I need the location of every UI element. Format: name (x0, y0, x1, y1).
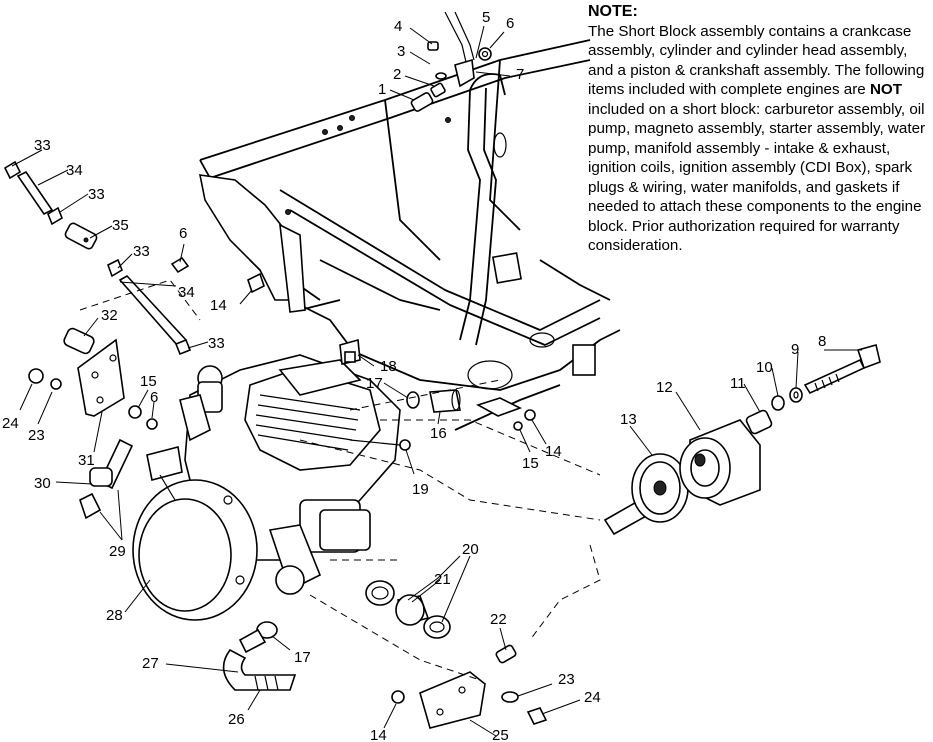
callout-24: 24 (584, 689, 601, 706)
callout-6: 6 (506, 15, 514, 32)
callout-14: 14 (370, 727, 387, 742)
callout-17: 17 (366, 375, 383, 392)
callout-10: 10 (756, 359, 773, 376)
note-body-text-2: included on a short block: carburetor as… (588, 100, 926, 255)
recoil-starter-cover (132, 446, 258, 621)
callout-15: 15 (140, 373, 157, 390)
callout-22: 22 (490, 611, 507, 628)
coolant-hose-parts (222, 621, 297, 691)
callout-31: 31 (78, 452, 95, 469)
callout-27: 27 (142, 655, 159, 672)
callout-6: 6 (179, 225, 187, 242)
callout-14: 14 (545, 443, 562, 460)
lower-mount-bracket (391, 644, 548, 729)
callout-35: 35 (112, 217, 129, 234)
callout-23: 23 (28, 427, 45, 444)
callout-23: 23 (558, 671, 575, 688)
callout-29: 29 (109, 543, 126, 560)
callout-19: 19 (412, 481, 429, 498)
note-body-emphasis: NOT (869, 81, 903, 98)
callout-34: 34 (178, 284, 195, 301)
callout-2: 2 (393, 66, 401, 83)
note-body-text-1: The Short Block assembly contains a cran… (588, 22, 925, 99)
callout-6: 6 (150, 389, 158, 406)
callout-17: 17 (294, 649, 311, 666)
callout-26: 26 (228, 711, 245, 728)
callout-34: 34 (66, 162, 83, 179)
callout-9: 9 (791, 341, 799, 358)
intake-boot-parts (365, 580, 451, 639)
callout-15: 15 (522, 455, 539, 472)
callout-20: 20 (462, 541, 479, 558)
callout-32: 32 (101, 307, 118, 324)
callout-1: 1 (378, 81, 386, 98)
callout-24: 24 (2, 415, 19, 432)
leader-lines (11, 25, 862, 737)
callout-8: 8 (818, 333, 826, 350)
callout-4: 4 (394, 18, 402, 35)
frame-hardware-right (475, 397, 536, 431)
callout-13: 13 (620, 411, 637, 428)
routing-lines (79, 279, 601, 681)
callout-12: 12 (656, 379, 673, 396)
coil-bracket-parts (28, 327, 158, 520)
callout-7: 7 (516, 66, 524, 83)
callout-5: 5 (482, 9, 490, 26)
short-block-note: NOTE: The Short Block assembly contains … (588, 2, 930, 256)
callout-14: 14 (210, 297, 227, 314)
callout-16: 16 (430, 425, 447, 442)
callout-33: 33 (34, 137, 51, 154)
fuel-hose-parts (3, 160, 265, 356)
callout-30: 30 (34, 475, 51, 492)
callout-21: 21 (434, 571, 451, 588)
callout-33: 33 (133, 243, 150, 260)
callout-11: 11 (730, 375, 746, 392)
callout-33: 33 (88, 186, 105, 203)
vehicle-frame (198, 39, 621, 431)
callout-25: 25 (492, 727, 509, 742)
callout-3: 3 (397, 43, 405, 60)
drive-clutch-assembly (603, 344, 881, 536)
callout-28: 28 (106, 607, 123, 624)
note-title: NOTE: (588, 3, 638, 20)
bracket-hardware-top (410, 11, 492, 112)
callout-18: 18 (380, 358, 397, 375)
callout-33: 33 (208, 335, 225, 352)
callout-labels: 1 2 3 4 5 6 7 33 34 33 35 33 34 33 6 14 … (2, 9, 826, 742)
note-body: The Short Block assembly contains a cran… (588, 22, 930, 256)
